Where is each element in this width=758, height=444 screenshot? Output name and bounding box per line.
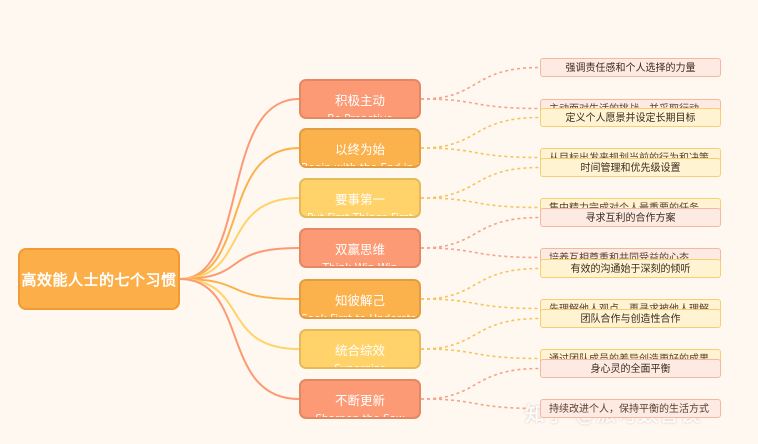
branch-subtitle: Put First Things First bbox=[307, 212, 413, 218]
branch-node[interactable]: 双赢思维 Think Win-Win bbox=[299, 228, 421, 268]
leaf-connector bbox=[420, 348, 541, 360]
branch-title: 以终为始 bbox=[334, 142, 385, 157]
branch-subtitle: Think Win-Win bbox=[322, 262, 398, 268]
root-connector bbox=[179, 147, 300, 280]
leaf-connector bbox=[420, 216, 541, 249]
leaf-node-summary[interactable]: 时间管理和优先级设置 bbox=[540, 158, 721, 177]
leaf-connector bbox=[420, 317, 541, 350]
branch-title: 双赢思维 bbox=[334, 242, 385, 257]
branch-subtitle: Synergize bbox=[334, 363, 386, 369]
branch-title: 不断更新 bbox=[334, 393, 385, 408]
branch-subtitle: Be Proactive bbox=[327, 113, 393, 119]
root-connector bbox=[179, 247, 300, 280]
branch-subtitle: Begin with the End in Mind bbox=[301, 162, 419, 168]
branch-node[interactable]: 知彼解己 Seek First to Understand bbox=[299, 279, 421, 319]
root-connector bbox=[179, 98, 300, 280]
leaf-connector bbox=[420, 367, 541, 400]
leaf-node-summary[interactable]: 定义个人愿景并设定长期目标 bbox=[540, 108, 721, 127]
branch-node[interactable]: 不断更新 Sharpen the Saw bbox=[299, 379, 421, 419]
root-connector bbox=[179, 278, 300, 350]
leaf-connector bbox=[420, 197, 541, 209]
branch-node[interactable]: 统合综效 Synergize bbox=[299, 329, 421, 369]
leaf-connector bbox=[420, 166, 541, 199]
leaf-connector bbox=[420, 398, 541, 410]
branch-node[interactable]: 以终为始 Begin with the End in Mind bbox=[299, 128, 421, 168]
root-node[interactable]: 高效能人士的七个习惯 bbox=[18, 248, 180, 310]
leaf-connector bbox=[420, 98, 541, 110]
leaf-connector bbox=[420, 298, 541, 310]
leaf-connector bbox=[420, 116, 541, 149]
branch-title: 要事第一 bbox=[334, 192, 385, 207]
branch-subtitle: Seek First to Understand bbox=[301, 313, 421, 319]
root-node-label: 高效能人士的七个习惯 bbox=[21, 270, 177, 289]
leaf-node-summary[interactable]: 身心灵的全面平衡 bbox=[540, 359, 721, 378]
branch-node[interactable]: 积极主动 Be Proactive bbox=[299, 79, 421, 119]
branch-title: 积极主动 bbox=[334, 93, 385, 108]
branch-subtitle: Sharpen the Saw bbox=[315, 413, 405, 419]
branch-title: 统合综效 bbox=[334, 343, 385, 358]
root-connector bbox=[179, 278, 300, 400]
leaf-connector bbox=[420, 147, 541, 159]
leaf-node-summary[interactable]: 寻求互利的合作方案 bbox=[540, 208, 721, 227]
branch-node[interactable]: 要事第一 Put First Things First bbox=[299, 178, 421, 218]
leaf-node-description[interactable]: 持续改进个人，保持平衡的生活方式 bbox=[540, 399, 721, 418]
root-connector bbox=[179, 278, 300, 300]
leaf-node-summary[interactable]: 强调责任感和个人选择的力量 bbox=[540, 58, 721, 77]
root-connector bbox=[179, 197, 300, 280]
leaf-connector bbox=[420, 66, 541, 100]
leaf-node-summary[interactable]: 有效的沟通始于深刻的倾听 bbox=[540, 259, 721, 278]
leaf-connector bbox=[420, 267, 541, 300]
leaf-connector bbox=[420, 247, 541, 259]
branch-title: 知彼解己 bbox=[334, 293, 385, 308]
leaf-node-summary[interactable]: 团队合作与创造性合作 bbox=[540, 309, 721, 328]
